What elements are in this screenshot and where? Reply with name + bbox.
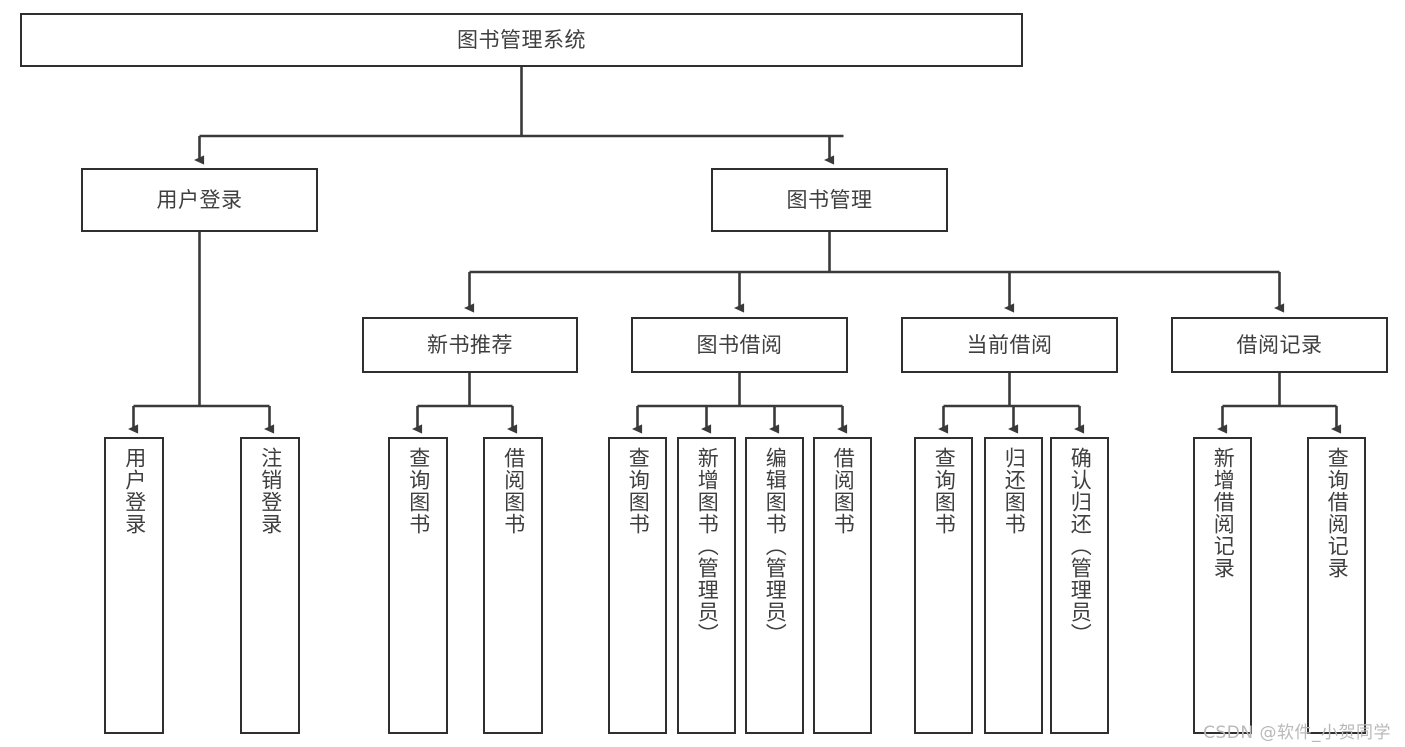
node-leaf-confirm-return[interactable]: 确认归还（管理员） [1050,437,1109,734]
node-leaf-edit-book-label: 编辑图书（管理员） [763,447,788,645]
node-new-book-rec[interactable]: 新书推荐 [362,317,578,373]
node-user-login-label: 用户登录 [156,187,243,212]
node-leaf-borrow-book-1[interactable]: 借阅图书 [483,437,543,734]
node-leaf-return-book-label: 归还图书 [1002,447,1027,535]
node-book-manage[interactable]: 图书管理 [711,168,948,232]
node-user-login[interactable]: 用户登录 [81,168,318,232]
node-book-manage-label: 图书管理 [786,187,873,212]
node-leaf-edit-book[interactable]: 编辑图书（管理员） [745,437,804,734]
node-leaf-user-login[interactable]: 用户登录 [104,437,164,734]
node-leaf-add-book-label: 新增图书（管理员） [695,447,720,645]
node-leaf-query-book-2[interactable]: 查询图书 [608,437,667,734]
node-book-borrow-label: 图书借阅 [696,332,783,357]
csdn-watermark: CSDN @软件_小贺同学 [1203,723,1391,743]
node-leaf-user-login-label: 用户登录 [122,447,147,535]
node-leaf-logout[interactable]: 注销登录 [240,437,300,734]
node-borrow-record-label: 借阅记录 [1236,332,1323,357]
node-leaf-query-book-1-label: 查询图书 [406,447,431,535]
node-leaf-query-book-3[interactable]: 查询图书 [914,437,973,734]
node-leaf-query-book-3-label: 查询图书 [932,447,957,535]
node-leaf-add-record-label: 新增借阅记录 [1211,447,1236,579]
node-leaf-borrow-book-1-label: 借阅图书 [501,447,526,535]
node-current-borrow-label: 当前借阅 [966,332,1053,357]
node-leaf-query-book-1[interactable]: 查询图书 [388,437,448,734]
node-borrow-record[interactable]: 借阅记录 [1171,317,1388,373]
node-root-label: 图书管理系统 [457,27,586,52]
node-leaf-query-book-2-label: 查询图书 [626,447,651,535]
node-leaf-return-book[interactable]: 归还图书 [984,437,1043,734]
node-new-book-rec-label: 新书推荐 [427,332,513,357]
node-leaf-add-book[interactable]: 新增图书（管理员） [677,437,736,734]
node-leaf-query-record-label: 查询借阅记录 [1325,447,1350,579]
node-leaf-add-record[interactable]: 新增借阅记录 [1193,437,1252,734]
node-leaf-logout-label: 注销登录 [258,447,283,535]
node-leaf-borrow-book-2-label: 借阅图书 [831,447,856,535]
node-root[interactable]: 图书管理系统 [20,13,1023,67]
node-leaf-query-record[interactable]: 查询借阅记录 [1307,437,1366,734]
node-leaf-confirm-return-label: 确认归还（管理员） [1068,447,1093,645]
node-book-borrow[interactable]: 图书借阅 [631,317,848,373]
node-leaf-borrow-book-2[interactable]: 借阅图书 [813,437,872,734]
node-current-borrow[interactable]: 当前借阅 [901,317,1118,373]
